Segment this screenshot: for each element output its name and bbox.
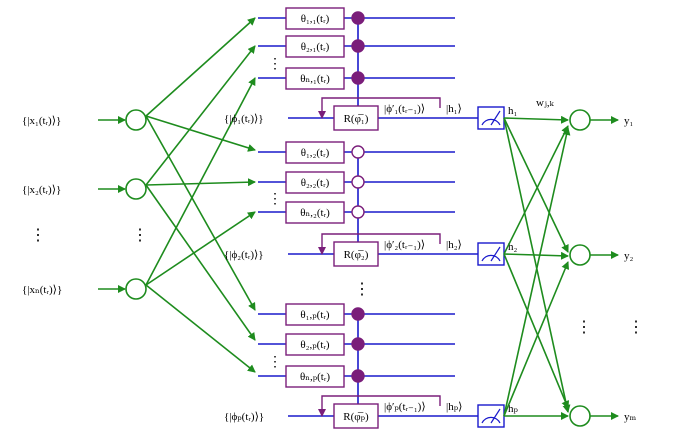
control-dot-p-3 xyxy=(351,369,365,383)
gate-theta-n-2-label: θₙ,₂(tᵣ) xyxy=(300,207,330,219)
block-ellipsis: ⋮ xyxy=(354,281,370,298)
gate-theta-n-p xyxy=(285,365,345,388)
gate-theta-2-p xyxy=(285,333,345,356)
feedback-arrow-1 xyxy=(318,97,441,119)
input-label-n: {|xₙ(tᵣ)⟩} xyxy=(22,284,62,296)
input-node-1 xyxy=(125,109,147,131)
gate-theta-n-p-label: θₙ,ₚ(tᵣ) xyxy=(300,371,330,383)
phi-label-2: {|ϕ₂(tᵣ)⟩} xyxy=(224,249,264,261)
output-node-2 xyxy=(569,244,591,266)
gate-theta-2-2 xyxy=(285,171,345,194)
gate-theta-2-2-label: θ₂,₂(tᵣ) xyxy=(301,177,330,189)
gate-theta-2-1-label: θ₂,₁(tᵣ) xyxy=(301,41,330,53)
rotation-gate-p-label: R(φ̅ₚ) xyxy=(343,411,369,423)
measurement-icon-1 xyxy=(477,106,505,130)
measurement-icon-p xyxy=(477,404,505,428)
rotation-gate-1-label: R(φ̅₁) xyxy=(344,113,369,125)
output-label-m: yₘ xyxy=(624,411,637,423)
output-node-1 xyxy=(569,109,591,131)
output-node-ellipsis: ⋮ xyxy=(576,319,592,336)
rotation-gate-2 xyxy=(333,241,379,267)
phi-label-1: {|ϕ₁(tᵣ)⟩} xyxy=(224,113,264,125)
gate-theta-n-1 xyxy=(285,67,345,90)
gate-theta-1-1 xyxy=(285,7,345,30)
control-dot-2-2 xyxy=(351,175,365,189)
gate-ellipsis-p: ⋮ xyxy=(268,355,282,370)
gate-ellipsis-1: ⋮ xyxy=(268,57,282,72)
prev-state-label-2: |ϕ′₂(tᵣ₋₁)⟩ xyxy=(384,239,425,251)
weight-label: wⱼ,ₖ xyxy=(536,97,555,109)
h-ket-2: |h₂⟩ xyxy=(446,239,462,251)
h-ket-1: |h₁⟩ xyxy=(446,103,462,115)
control-dot-1-1 xyxy=(351,11,365,25)
input-node-ellipsis: ⋮ xyxy=(132,227,148,244)
output-layer: y₁ y₂ ⋮ ⋮ yₘ xyxy=(569,109,644,427)
control-dot-1-2 xyxy=(351,39,365,53)
h-label-p: hₚ xyxy=(508,403,519,415)
feedback-arrow-2 xyxy=(318,233,441,255)
output-node-m xyxy=(569,405,591,427)
gate-theta-2-1 xyxy=(285,35,345,58)
input-label-1: {|x₁(tᵣ)⟩} xyxy=(22,115,61,127)
feedback-arrow-p xyxy=(318,395,441,417)
output-label-1: y₁ xyxy=(624,115,634,127)
control-dot-p-2 xyxy=(351,337,365,351)
input-node-n xyxy=(125,278,147,300)
gate-theta-2-p-label: θ₂,ₚ(tᵣ) xyxy=(300,339,329,351)
control-dot-p-1 xyxy=(351,307,365,321)
h-label-2: h₂ xyxy=(508,241,518,253)
gate-theta-n-1-label: θₙ,₁(tᵣ) xyxy=(300,73,330,85)
rotation-gate-p xyxy=(333,403,379,429)
input-node-2 xyxy=(125,178,147,200)
input-layer: {|x₁(tᵣ)⟩} {|x₂(tᵣ)⟩} ⋮ ⋮ {|xₙ(tᵣ)⟩} xyxy=(22,109,148,300)
quantum-neuron-block-1: θ₁,₁(tᵣ) θ₂,₁(tᵣ) ⋮ θₙ,₁(tᵣ) {|ϕ₁(tᵣ)⟩} … xyxy=(224,7,518,131)
input-to-gate-connections xyxy=(145,17,256,373)
control-dot-1-3 xyxy=(351,71,365,85)
prev-state-label-1: |ϕ′₁(tᵣ₋₁)⟩ xyxy=(384,103,425,115)
gate-theta-1-2 xyxy=(285,141,345,164)
output-label-ellipsis: ⋮ xyxy=(628,319,644,336)
measurement-icon-2 xyxy=(477,242,505,266)
control-dot-2-1 xyxy=(351,145,365,159)
control-dot-2-3 xyxy=(351,205,365,219)
output-label-2: y₂ xyxy=(624,250,634,262)
phi-label-p: {|ϕₚ(tᵣ)⟩} xyxy=(224,411,264,423)
hidden-to-output-connections xyxy=(503,115,571,420)
quantum-neuron-block-2: θ₁,₂(tᵣ) θ₂,₂(tᵣ) ⋮ θₙ,₂(tᵣ) {|ϕ₂(tᵣ)⟩} … xyxy=(224,141,518,267)
gate-theta-1-p-label: θ₁,ₚ(tᵣ) xyxy=(300,309,329,321)
gate-theta-n-2 xyxy=(285,201,345,224)
quantum-neuron-block-p: θ₁,ₚ(tᵣ) θ₂,ₚ(tᵣ) ⋮ θₙ,ₚ(tᵣ) {|ϕₚ(tᵣ)⟩} … xyxy=(224,303,519,429)
input-ellipsis: ⋮ xyxy=(30,227,46,244)
rotation-gate-1 xyxy=(333,105,379,131)
gate-theta-1-2-label: θ₁,₂(tᵣ) xyxy=(301,147,330,159)
prev-state-label-p: |ϕ′ₚ(tᵣ₋₁)⟩ xyxy=(384,401,426,413)
input-label-2: {|x₂(tᵣ)⟩} xyxy=(22,184,61,196)
gate-theta-1-p xyxy=(285,303,345,326)
gate-ellipsis-2: ⋮ xyxy=(268,192,282,207)
rotation-gate-2-label: R(φ̅₂) xyxy=(344,249,369,261)
h-ket-p: |hₚ⟩ xyxy=(446,401,462,413)
gate-theta-1-1-label: θ₁,₁(tᵣ) xyxy=(301,13,330,25)
h-label-1: h₁ xyxy=(508,105,518,117)
